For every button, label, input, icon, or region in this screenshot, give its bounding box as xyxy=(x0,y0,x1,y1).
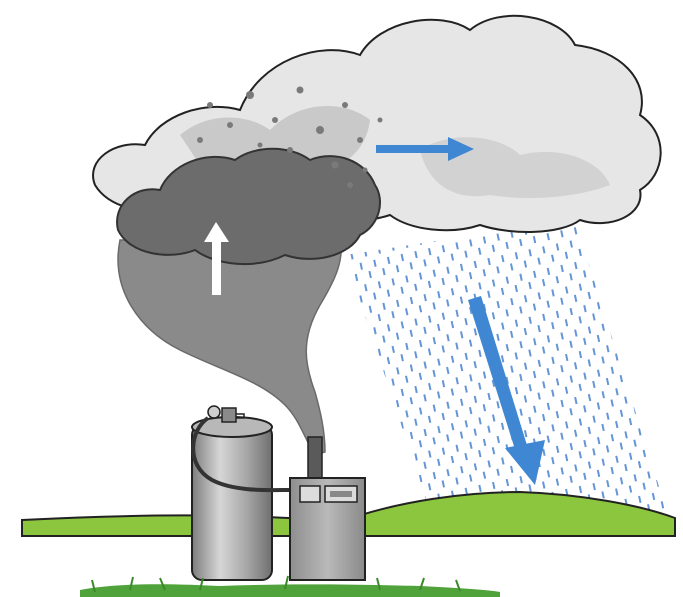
gas-tank-icon xyxy=(191,405,291,581)
cloud-icon xyxy=(92,14,662,266)
drift-arrow xyxy=(376,137,474,161)
grass-icon xyxy=(80,575,500,597)
rain-icon xyxy=(345,220,668,515)
generator-icon xyxy=(289,436,366,581)
ground-icon xyxy=(21,490,676,537)
updraft-arrow xyxy=(204,222,229,295)
rainfall-arrow xyxy=(468,296,545,485)
